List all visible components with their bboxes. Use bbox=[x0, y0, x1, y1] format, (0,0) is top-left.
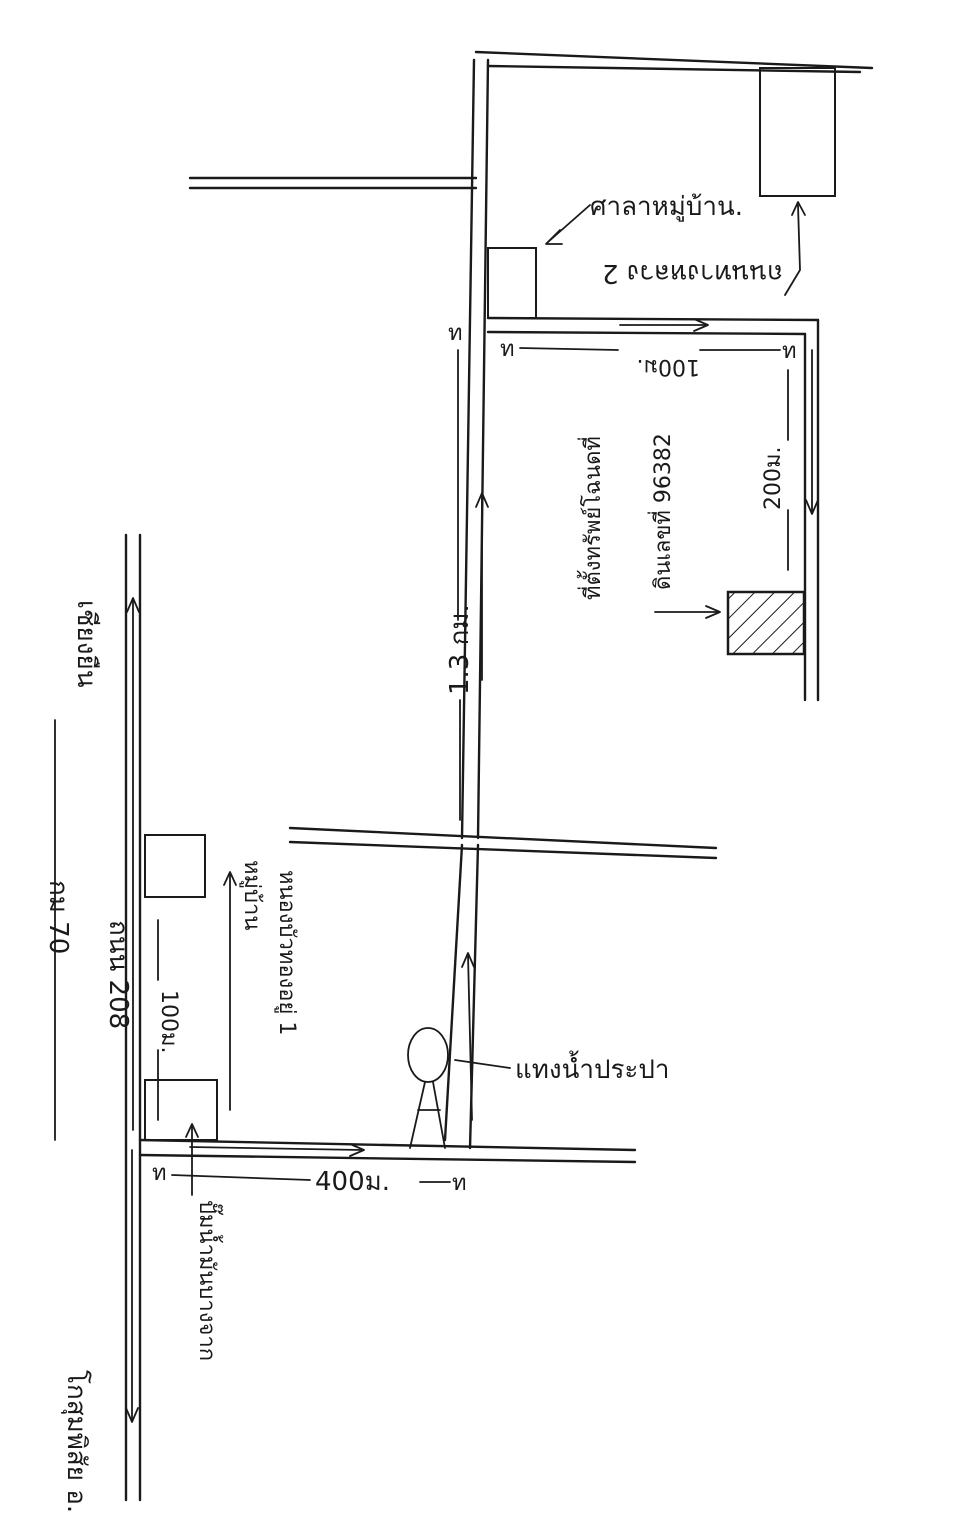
pointer-gas-station-head bbox=[185, 1123, 199, 1138]
building-top-right bbox=[759, 67, 836, 197]
label-left-note1: หมู่บ้าน bbox=[239, 860, 264, 930]
label-highway-road: ถนน 208 bbox=[103, 920, 133, 1029]
svg-text:ท: ท bbox=[448, 321, 463, 346]
label-right-note: ถนนทางหลวง 2 bbox=[602, 258, 783, 288]
dimension-400m: ท ท bbox=[152, 1161, 467, 1196]
label-toward-kosum: โกสุมพิสัย อ. bbox=[61, 1370, 92, 1513]
upper-left-road bbox=[188, 176, 478, 190]
label-100m-top: 100ม. bbox=[637, 354, 701, 379]
svg-text:ท: ท bbox=[452, 1171, 467, 1196]
cross-road bbox=[288, 826, 718, 860]
label-toward-chiang-yuen: เชียงยืน bbox=[71, 600, 101, 688]
pointer-left-building-up bbox=[223, 871, 237, 886]
highway-arrow-down bbox=[125, 1149, 139, 1423]
pointer-water-tower bbox=[454, 1059, 511, 1069]
highway-arrow-up bbox=[126, 597, 140, 1131]
label-100m-left: 100ม. bbox=[156, 990, 181, 1054]
village-hall-building bbox=[487, 247, 537, 319]
building-left-lower bbox=[144, 1079, 218, 1141]
dimension-100m-top: ท ท bbox=[500, 337, 797, 364]
label-400m: 400ม. bbox=[315, 1167, 390, 1197]
right-vertical-road bbox=[803, 318, 820, 702]
long-road-1.3km bbox=[443, 58, 490, 1150]
right-branch-road bbox=[486, 316, 820, 336]
top-road bbox=[474, 50, 874, 74]
pointer-building-top bbox=[784, 204, 801, 296]
pointer-building-top-head bbox=[791, 201, 806, 216]
svg-text:ท: ท bbox=[500, 337, 515, 362]
svg-text:ท: ท bbox=[152, 1161, 167, 1186]
pointer-village-hall-head bbox=[545, 229, 563, 245]
label-village-hall: ศาลาหมู่บ้าน. bbox=[590, 192, 743, 222]
water-tower-icon bbox=[407, 1027, 449, 1149]
svg-text:ท: ท bbox=[782, 339, 797, 364]
label-highway-km: กม 70 bbox=[43, 880, 73, 954]
property-plot-hatched bbox=[726, 590, 806, 656]
label-property-line1: ที่ตั้งทรัพย์โฉนดที่ bbox=[577, 436, 606, 600]
label-property-line2: ดินเลขที่ 96382 bbox=[647, 433, 676, 590]
side-road-400m bbox=[138, 1138, 637, 1164]
label-water-tower: แทงน้ำประปา bbox=[515, 1050, 670, 1085]
label-1.3km: 1.3 กม. bbox=[445, 604, 475, 695]
building-left-upper bbox=[144, 834, 206, 898]
label-200m: 200ม. bbox=[761, 447, 786, 511]
highway-208 bbox=[124, 533, 142, 1502]
dimension-1.3km: ท bbox=[448, 321, 463, 821]
label-gas-station: ปั๊มน้ำมันบางจาก bbox=[194, 1200, 224, 1361]
label-left-note2: หนองบัวทองอยู่ 1 bbox=[274, 870, 299, 1035]
pointer-plot-head bbox=[705, 605, 721, 619]
